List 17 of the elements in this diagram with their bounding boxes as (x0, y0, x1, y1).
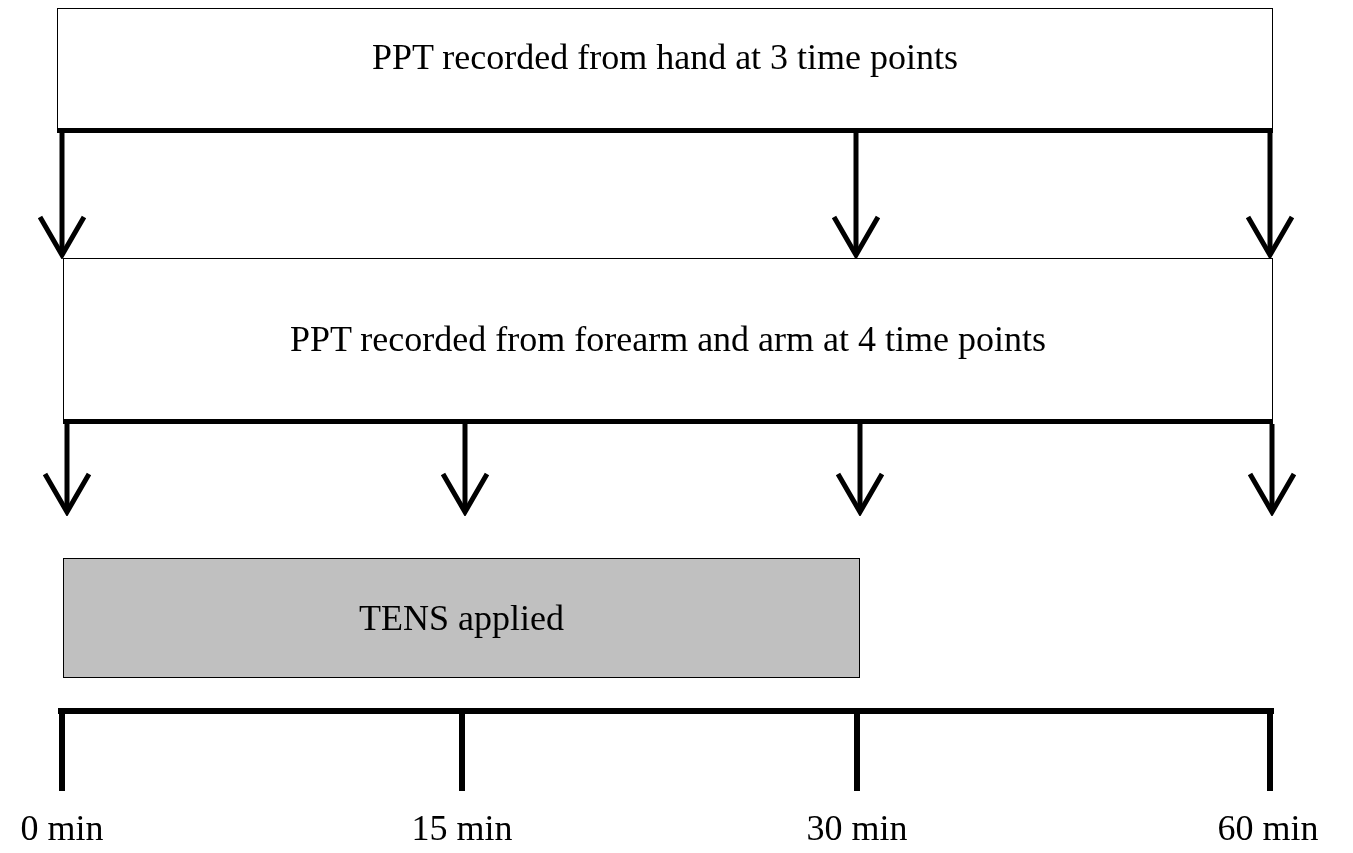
time-label: 15 min (411, 807, 513, 849)
arrow (42, 424, 92, 515)
arrow (1245, 133, 1295, 258)
arrow (440, 424, 490, 515)
time-label: 60 min (1217, 807, 1319, 849)
process-box (63, 258, 1273, 424)
process-box (57, 8, 1273, 133)
arrow (835, 424, 885, 515)
box-label: PPT recorded from forearm and arm at 4 time points (289, 318, 1047, 360)
box-label: PPT recorded from hand at 3 time points (371, 35, 959, 78)
arrow (37, 133, 87, 258)
arrow (831, 133, 881, 258)
box-label: TENS applied (359, 597, 564, 639)
time-label: 30 min (806, 807, 908, 849)
time-label: 0 min (20, 807, 104, 849)
arrow (1247, 424, 1297, 515)
process-box (63, 558, 860, 678)
